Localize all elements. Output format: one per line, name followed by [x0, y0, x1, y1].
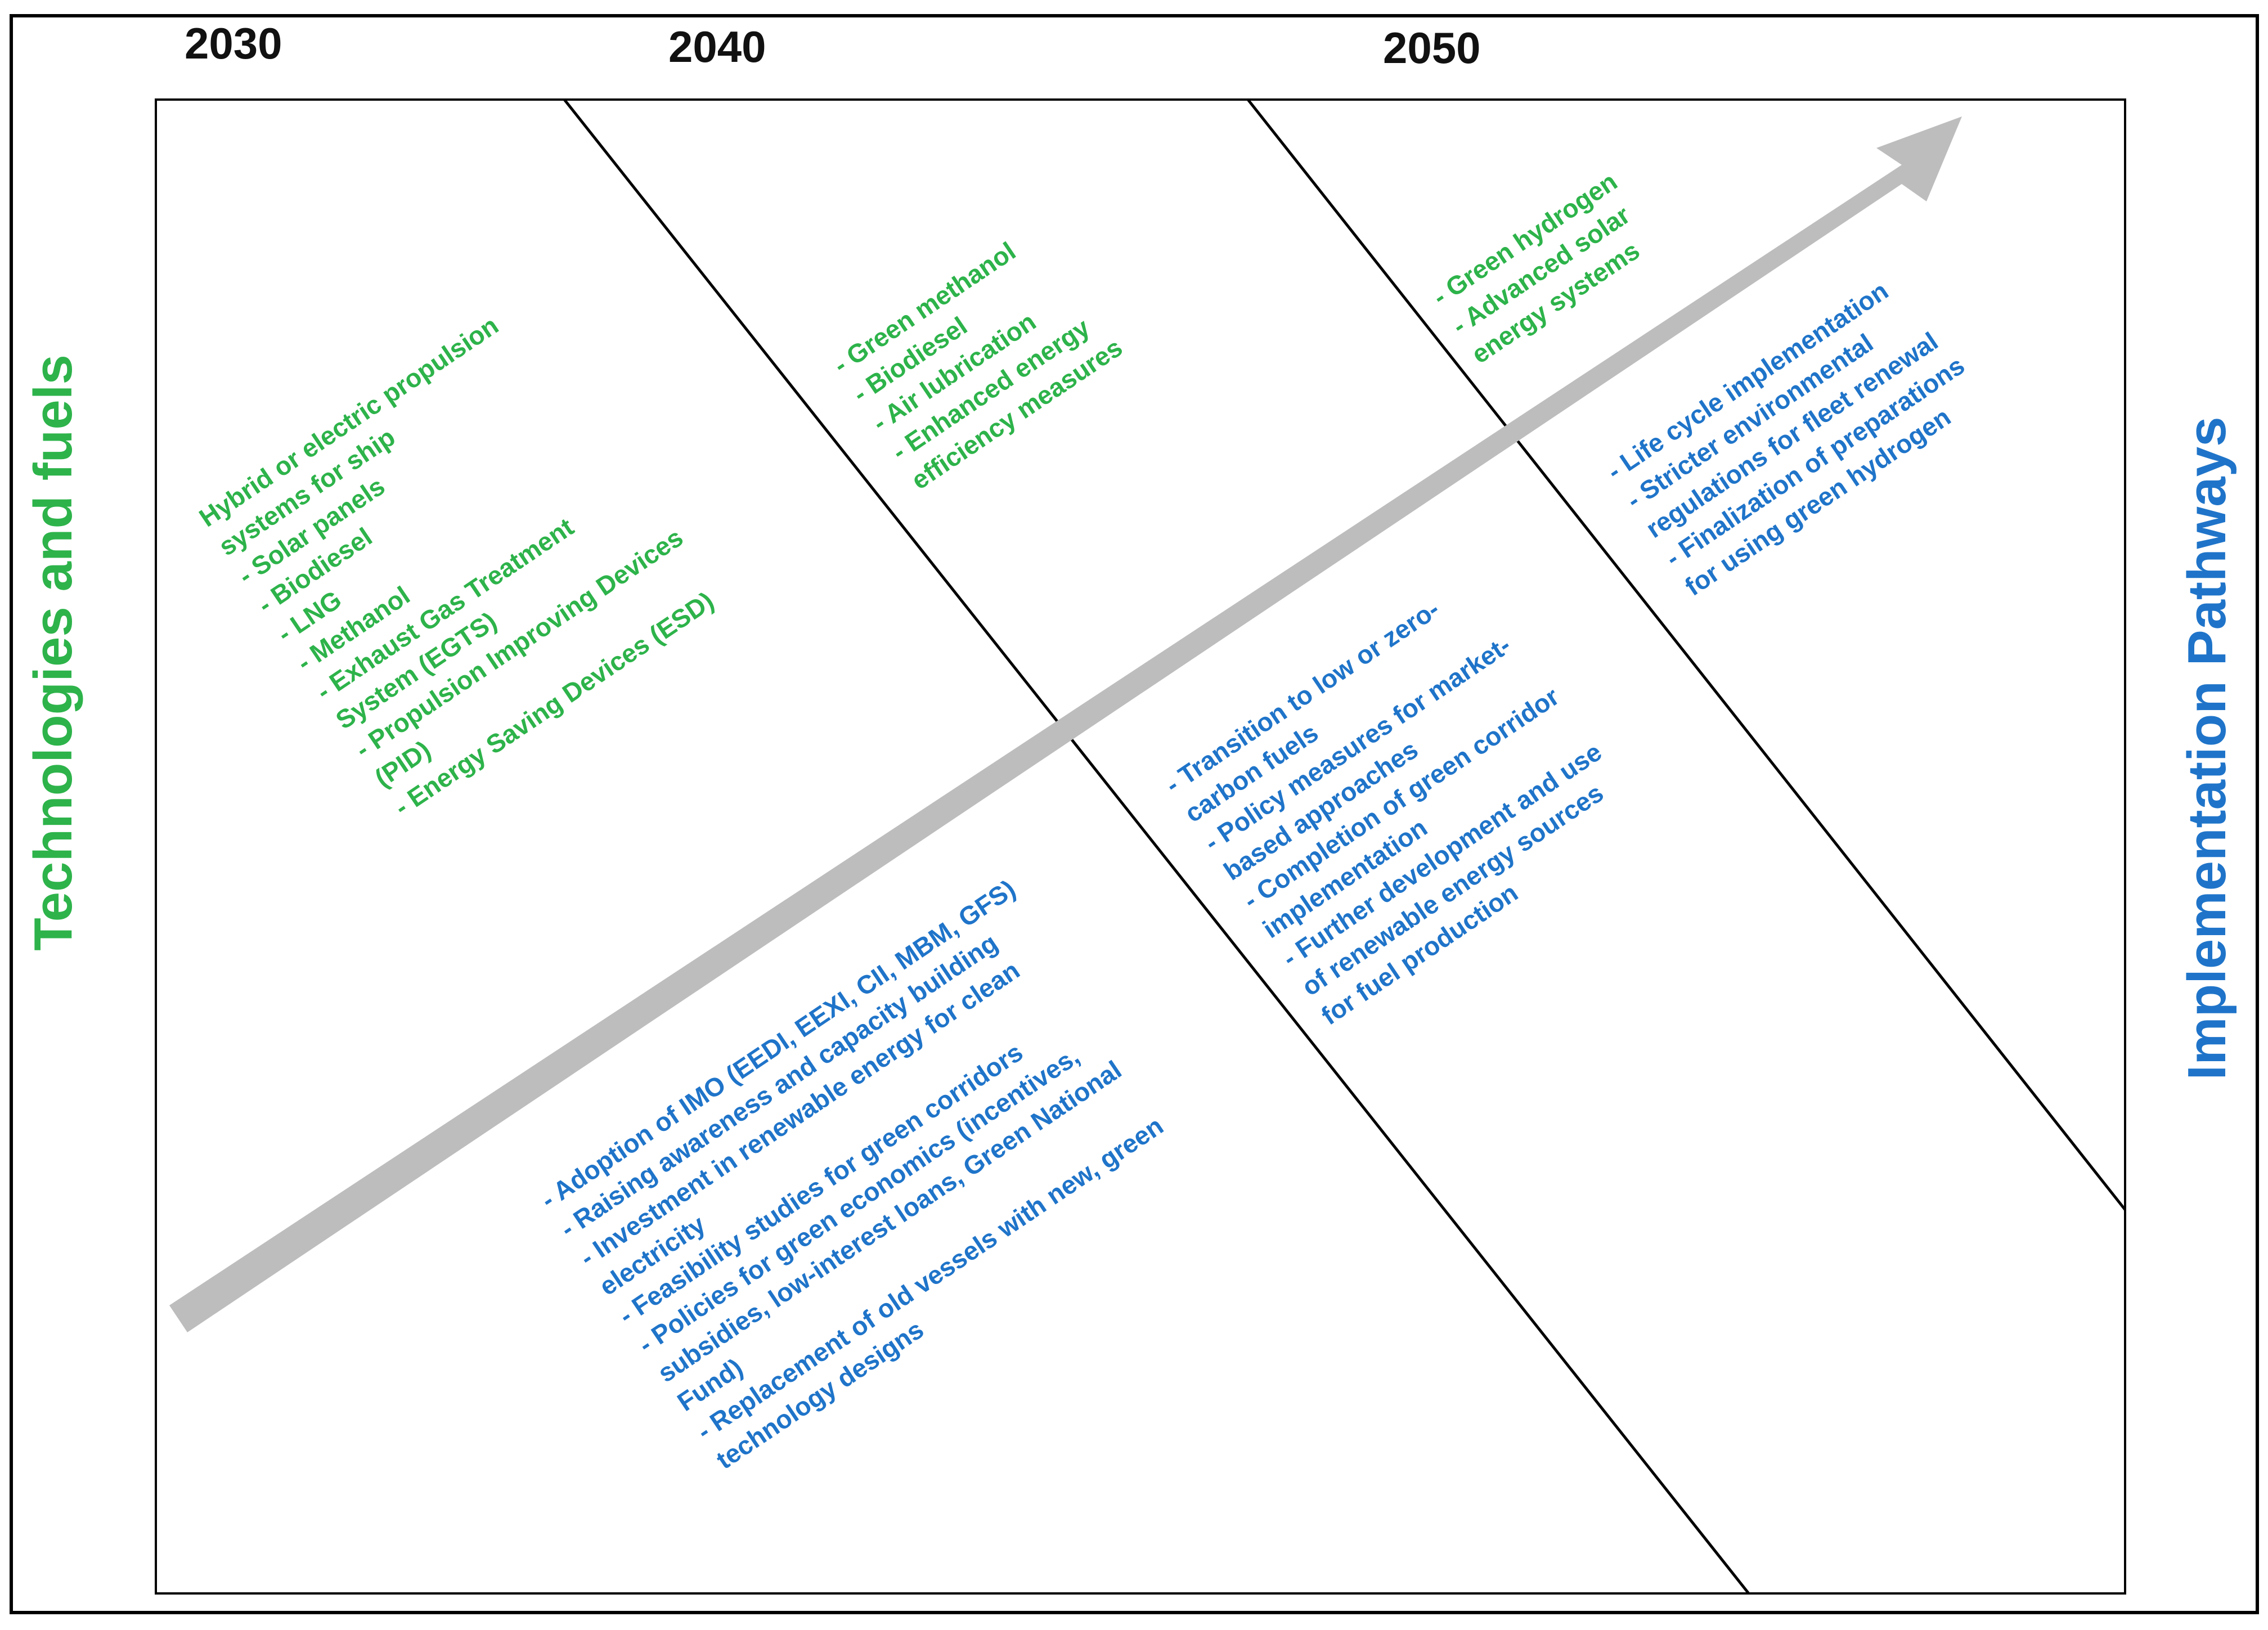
inner-frame [155, 98, 2126, 1595]
year-label-2050: 2050 [1383, 23, 1481, 73]
divider-line-2030-2040 [563, 98, 1750, 1595]
right-axis-title: Implementation Pathways [2177, 417, 2237, 1080]
year-label-2040: 2040 [668, 22, 766, 71]
progression-arrow [169, 116, 1962, 1332]
left-axis-title: Technologies and fuels [23, 354, 83, 951]
outer-frame [10, 14, 2259, 1614]
divider-line-2040-2050 [1247, 98, 2126, 1211]
year-label-2030: 2030 [185, 19, 282, 68]
